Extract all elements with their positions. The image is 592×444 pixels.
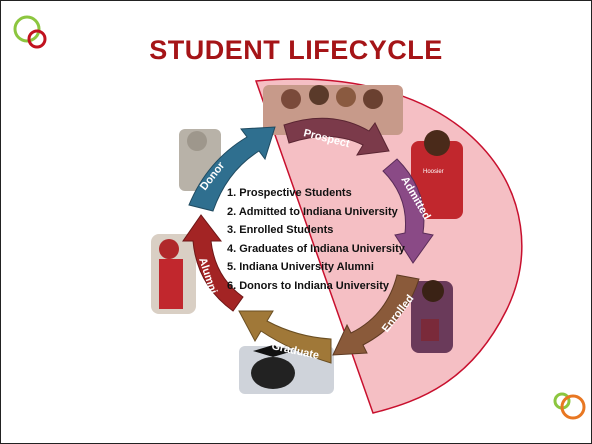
lifecycle-list: 1. Prospective Students 2. Admitted to I…: [227, 184, 405, 295]
list-item: 1. Prospective Students: [227, 187, 352, 199]
donor-arrow: Donor: [188, 126, 276, 212]
admitted-student-photo: Hoosier: [411, 130, 463, 219]
enrolled-student-photo: [411, 280, 453, 353]
slide-title: STUDENT LIFECYCLE: [149, 35, 443, 65]
shirt-text: Hoosier: [423, 169, 444, 175]
alumni-photo: [151, 234, 196, 314]
list-item: 2. Admitted to Indiana University: [227, 205, 398, 218]
list-item: 6. Donors to Indiana University: [227, 279, 389, 292]
list-item: 5. Indiana University Alumni: [227, 261, 374, 273]
corner-circles-bottom-right-icon: [553, 392, 586, 420]
graduate-photo: [239, 345, 334, 394]
list-item: 4. Graduates of Indiana University: [227, 242, 405, 255]
corner-circles-top-left-icon: [13, 15, 47, 49]
list-item: 3. Enrolled Students: [227, 224, 334, 236]
